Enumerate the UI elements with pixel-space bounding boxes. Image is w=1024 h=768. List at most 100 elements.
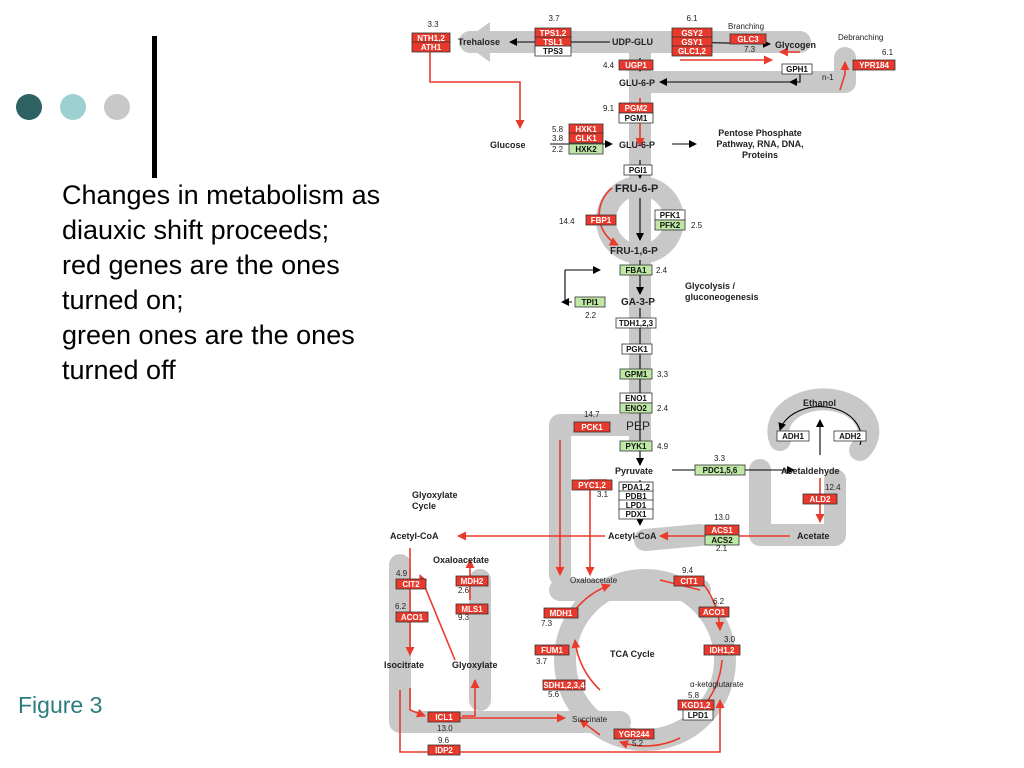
gene-label-pck1: PCK1	[581, 423, 603, 432]
gene-label-fbp1: FBP1	[591, 216, 612, 225]
gene-label-pdc: PDC1,5,6	[703, 466, 738, 475]
fold-change-fc_aco1a: 6.2	[395, 602, 407, 611]
metabolite-oxaloacetate-tca: Oxaloacetate	[570, 576, 618, 585]
gene-label-sdh: SDH1,2,3,4	[543, 681, 585, 690]
gene-box-glc12: GLC1,2	[671, 45, 713, 57]
gene-label-gsy1: GSY1	[681, 38, 703, 47]
gene-box-fum1: FUM1	[534, 644, 570, 656]
gene-label-nth: NTH1,2	[417, 34, 445, 43]
gene-box-fbp1: FBP1	[585, 214, 617, 226]
gene-box-hxk2: HXK2	[568, 143, 604, 155]
metabolite-fru-1-6-p: FRU-1,6-P	[610, 246, 658, 257]
gene-box-hxk1: HXK1	[568, 123, 604, 135]
metabolite-acetaldehyde: Acetaldehyde	[781, 466, 840, 476]
dot-light-teal	[60, 94, 86, 120]
fold-change-fc_fba1: 2.4	[656, 266, 668, 275]
fold-change-fc_eno2: 2.4	[657, 404, 669, 413]
gene-label-pgm2: PGM2	[625, 104, 648, 113]
gene-label-idh12: IDH1,2	[710, 646, 735, 655]
gene-box-cit1: CIT1	[673, 575, 705, 587]
metabolite-succinate: Succinate	[572, 715, 608, 724]
gene-box-icl1: ICL1	[427, 711, 461, 723]
metabolite-acetate: Acetate	[797, 531, 830, 541]
gene-box-pgm2: PGM2	[618, 102, 654, 114]
label-debranching: Debranching	[838, 33, 883, 42]
gene-label-ugp1: UGP1	[625, 61, 647, 70]
metabolite-pyruvate: Pyruvate	[615, 466, 653, 476]
gene-label-gsy2: GSY2	[681, 29, 703, 38]
gene-label-mdh2: MDH2	[461, 577, 484, 586]
fold-change-fc_mdh1: 7.3	[541, 619, 553, 628]
gene-box-pdx1: PDX1	[618, 508, 654, 520]
gene-label-hxk1: HXK1	[575, 125, 597, 134]
gene-label-fba1: FBA1	[626, 266, 647, 275]
gene-label-eno2: ENO2	[625, 404, 647, 413]
gene-box-pgm1: PGM1	[618, 112, 654, 124]
gene-box-pda12: PDA1,2	[618, 481, 654, 493]
fold-change-fc_aco1b: 6.2	[713, 597, 725, 606]
gene-label-aco1b: ACO1	[703, 608, 726, 617]
gene-label-pda12: PDA1,2	[622, 483, 651, 492]
gene-box-fba1: FBA1	[619, 264, 653, 276]
metabolite-glu-6-p-upper: GLU-6-P	[619, 78, 655, 88]
gene-box-kgd12: KGD1,2	[677, 699, 715, 711]
gene-box-pfk2: PFK2	[654, 219, 686, 231]
fold-change-fc_tpi1: 2.2	[585, 311, 597, 320]
metabolite-glu-6-p-lower: GLU-6-P	[619, 140, 655, 150]
metabolite-acetyl-coa-left: Acetyl-CoA	[390, 531, 439, 541]
gene-box-acs1: ACS1	[704, 524, 740, 536]
fold-change-fc_icl1: 13.0	[437, 724, 453, 733]
gene-box-adh2: ADH2	[833, 430, 867, 442]
metabolite-glucose: Glucose	[490, 140, 526, 150]
metabolite-pep: PEP	[626, 419, 650, 433]
fold-change-fc_nth: 3.3	[427, 20, 439, 29]
gene-label-ald2: ALD2	[810, 495, 831, 504]
gene-box-tpi1: TPI1	[574, 296, 606, 308]
fold-change-fc_ygr: 5.2	[632, 739, 644, 748]
metabolite-ethanol: Ethanol	[803, 398, 836, 408]
gene-box-aco1a: ACO1	[395, 611, 429, 623]
fold-change-fc_mdh2: 2.6	[458, 586, 470, 595]
fold-change-fc_kgd: 5.8	[688, 691, 700, 700]
gene-label-pgm1: PGM1	[625, 114, 648, 123]
fold-change-fc_gsy: 6.1	[686, 14, 698, 23]
gene-box-tdh: TDH1,2,3	[615, 317, 657, 329]
fold-change-fc_mls1: 9.3	[458, 613, 470, 622]
fold-change-fc_sdh: 5.6	[548, 690, 560, 699]
fold-change-fc_glk1: 3.8	[552, 134, 564, 143]
fold-change-fc_idp2: 9.6	[438, 736, 450, 745]
metabolite-glycogen: Glycogen	[775, 40, 816, 50]
gene-label-ygr244: YGR244	[619, 730, 650, 739]
gene-label-glk1: GLK1	[575, 134, 597, 143]
gene-box-ypr184: YPR184	[852, 59, 896, 71]
fold-change-fc_cit2: 4.9	[396, 569, 408, 578]
gene-label-tdh: TDH1,2,3	[619, 319, 654, 328]
fold-change-fc_glc3: 7.3	[744, 45, 756, 54]
gene-label-hxk2: HXK2	[575, 145, 597, 154]
gene-box-gpm1: GPM1	[619, 368, 653, 380]
fold-change-fc_fum1: 3.7	[536, 657, 548, 666]
gene-label-cit2: CIT2	[402, 580, 420, 589]
gene-label-glc12: GLC1,2	[678, 47, 707, 56]
fold-change-fc_cit1: 9.4	[682, 566, 694, 575]
gene-box-pyc12: PYC1,2	[571, 479, 613, 491]
gene-box-gph1: GPH1	[781, 63, 813, 75]
gene-box-acs2: ACS2	[704, 534, 740, 546]
metabolite-ga-3-p: GA-3-P	[621, 297, 655, 308]
gene-label-kgd12: KGD1,2	[682, 701, 711, 710]
gene-box-tps12: TPS1,2	[534, 27, 572, 39]
gene-box-pdc: PDC1,5,6	[694, 464, 746, 476]
gene-label-gpm1: GPM1	[625, 370, 648, 379]
gene-box-cit2: CIT2	[395, 578, 427, 590]
gene-label-idp2: IDP2	[435, 746, 453, 755]
gene-label-ypr184: YPR184	[859, 61, 889, 70]
dot-gray	[104, 94, 130, 120]
gene-box-mls1: MLS1	[455, 603, 489, 615]
fold-change-fc_tps: 3.7	[548, 14, 560, 23]
label-glycolysis: Glycolysis /gluconeogenesis	[685, 281, 759, 302]
metabolite-isocitrate: Isocitrate	[384, 660, 424, 670]
gene-label-mdh1: MDH1	[550, 609, 573, 618]
gene-box-ygr244: YGR244	[613, 728, 655, 740]
